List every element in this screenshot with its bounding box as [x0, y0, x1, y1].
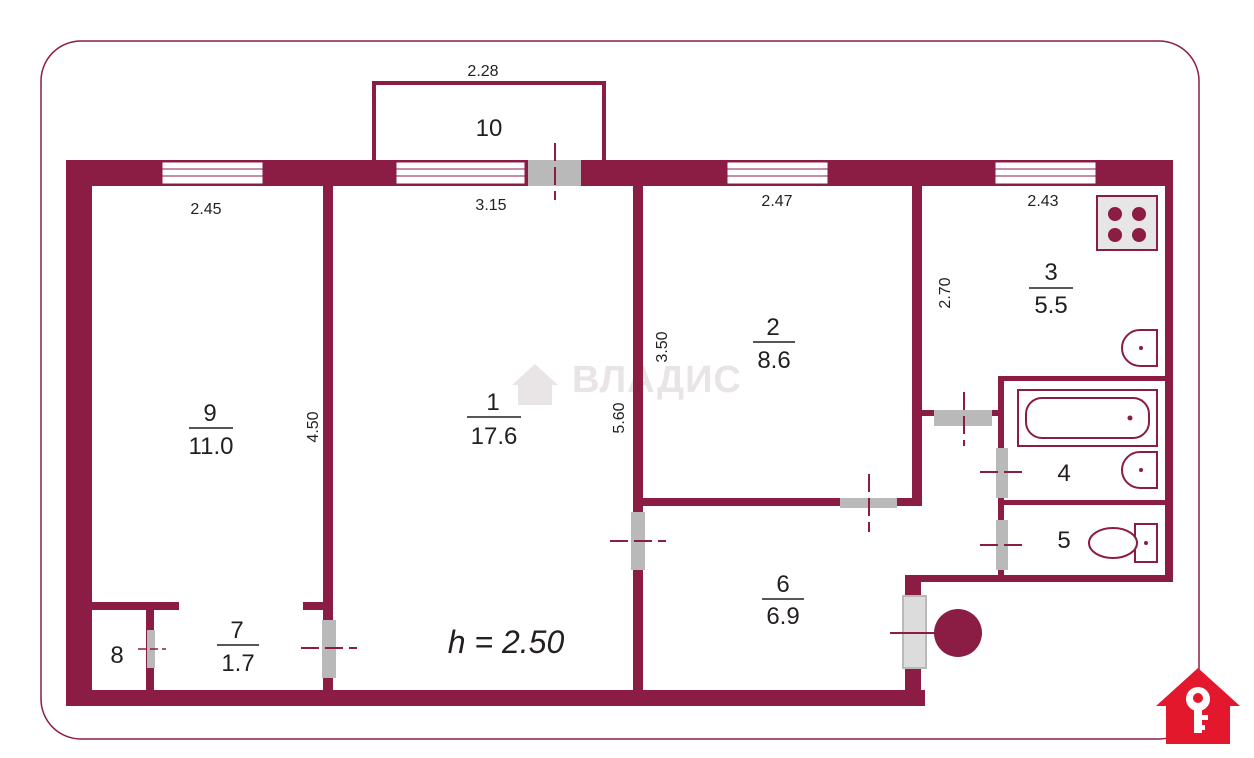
- room7-area: 1.7: [221, 650, 254, 677]
- door-room1: [610, 512, 666, 570]
- room1-area: 17.6: [471, 423, 518, 450]
- balcony-outline: [372, 81, 606, 160]
- door-room8: [138, 630, 166, 668]
- sink-icon: [1121, 329, 1158, 367]
- door-room5: [980, 520, 1026, 570]
- door-room3: [934, 392, 992, 446]
- dim-room2-length: 3.50: [654, 331, 671, 362]
- dim-room1-width: 3.15: [475, 197, 506, 214]
- room9-area: 11.0: [189, 433, 234, 460]
- toilet-icon: [1088, 523, 1158, 563]
- door-balcony: [528, 143, 581, 200]
- room-labels: 9 11.0 1 17.6 2 8.6 3 5.5 4 5 6 6.9 7 1.…: [110, 115, 1073, 677]
- room3-area: 5.5: [1034, 292, 1067, 319]
- room7-number: 7: [230, 617, 243, 644]
- bathroom-sink-icon: [1121, 451, 1158, 489]
- room9-number: 9: [203, 400, 216, 427]
- door-room7: [301, 620, 357, 678]
- room5-number: 5: [1057, 527, 1070, 554]
- room2-number: 2: [766, 314, 779, 341]
- dimension-labels: 2.28 2.45 3.15 2.47 2.43 4.50 5.60 3.50 …: [190, 63, 1058, 443]
- dim-balcony-width: 2.28: [467, 63, 498, 80]
- watermark-house-icon: [512, 364, 558, 405]
- room8-number: 8: [110, 642, 123, 669]
- door-entrance: [890, 595, 940, 669]
- ceiling-height: h = 2.50: [448, 624, 565, 660]
- watermark: ВЛАДИС: [512, 359, 742, 405]
- dim-room9-length: 4.50: [305, 411, 322, 442]
- bathtub-icon: [1017, 389, 1158, 447]
- door-room2: [840, 474, 897, 532]
- stove-icon: [1096, 195, 1158, 251]
- dim-room2-width: 2.47: [761, 193, 792, 210]
- logo-key-icon: [1156, 668, 1240, 744]
- window-room1: [395, 161, 526, 185]
- plan-frame: [40, 40, 1200, 740]
- riser-icon: [934, 609, 982, 657]
- window-room3: [994, 161, 1097, 185]
- room3-number: 3: [1044, 259, 1057, 286]
- window-room9: [161, 161, 264, 185]
- room6-number: 6: [776, 571, 789, 598]
- window-room2: [726, 161, 829, 185]
- watermark-text: ВЛАДИС: [572, 359, 742, 401]
- room6-area: 6.9: [766, 603, 799, 630]
- room10-number: 10: [476, 115, 503, 142]
- dim-room9-width: 2.45: [190, 201, 221, 218]
- room4-number: 4: [1057, 460, 1070, 487]
- door-room4: [980, 448, 1026, 498]
- dim-room1-length: 5.60: [611, 402, 628, 433]
- windows: [161, 161, 1097, 185]
- room1-number: 1: [486, 389, 499, 416]
- doors: [138, 143, 1026, 678]
- room2-area: 8.6: [757, 347, 790, 374]
- dim-room3-width: 2.43: [1027, 193, 1058, 210]
- dim-room3-length: 2.70: [937, 277, 954, 308]
